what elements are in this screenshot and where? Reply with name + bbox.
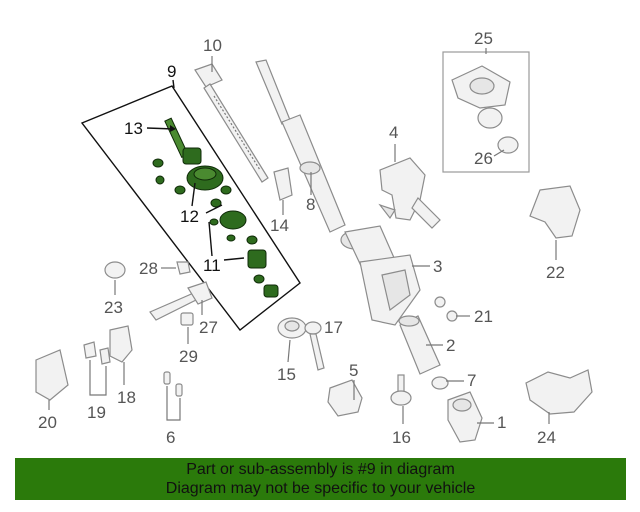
callout-23: 23 [104,280,123,317]
banner-line-1: Part or sub-assembly is #9 in diagram [186,461,455,478]
part-17-rod[interactable] [304,321,325,371]
svg-text:23: 23 [104,298,123,317]
subassembly-9-frame [80,85,301,331]
callout-25: 25 [474,29,493,54]
subassembly-9-parts[interactable] [152,117,279,298]
svg-text:15: 15 [277,365,296,384]
svg-text:19: 19 [87,403,106,422]
part-7-bushing[interactable] [431,376,449,390]
part-20-plate[interactable] [35,349,69,401]
svg-text:20: 20 [38,413,57,432]
part-24-mount[interactable] [525,369,593,415]
part-14-clip[interactable] [273,167,293,201]
svg-text:17: 17 [324,318,343,337]
callout-17: 17 [324,318,343,337]
svg-text:4: 4 [389,123,398,142]
callout-3: 3 [412,257,442,276]
callout-1: 1 [477,413,506,432]
svg-text:28: 28 [139,259,158,278]
svg-text:8: 8 [306,195,315,214]
svg-text:24: 24 [537,428,556,447]
callout-26: 26 [474,149,505,168]
part-22-cover[interactable] [529,185,581,239]
svg-text:1: 1 [497,413,506,432]
callout-9: 9 [167,62,176,89]
callout-29: 29 [179,327,198,366]
part-6-screws[interactable] [163,371,183,397]
svg-text:22: 22 [546,263,565,282]
callout-18: 18 [117,362,136,407]
callout-16: 16 [392,406,411,447]
part-2-sleeve[interactable] [398,315,441,375]
svg-text:14: 14 [270,216,289,235]
svg-text:10: 10 [203,36,222,55]
svg-text:2: 2 [446,336,455,355]
callout-24: 24 [537,412,556,447]
callout-2: 2 [426,336,455,355]
part-15-bearing[interactable] [277,317,307,339]
callout-11: 11 [203,221,245,275]
part-3-bracket[interactable] [359,254,421,326]
banner-line-2: Diagram may not be specific to your vehi… [165,480,476,497]
part-5-bracket[interactable] [327,379,363,417]
callout-4: 4 [389,123,398,162]
callout-8: 8 [306,172,315,214]
svg-text:16: 16 [392,428,411,447]
callout-15: 15 [277,339,296,384]
svg-text:11: 11 [203,256,221,275]
svg-text:7: 7 [467,371,476,390]
svg-text:5: 5 [349,361,358,380]
info-banner: Part or sub-assembly is #9 in diagram Di… [15,458,626,500]
svg-text:9: 9 [167,62,176,81]
svg-text:18: 18 [117,388,136,407]
parts-diagram: 9 13 12 11 10 8 14 4 3 2 7 [35,29,593,447]
part-16-stud[interactable] [390,374,412,406]
callout-12: 12 [180,182,223,226]
callout-5: 5 [349,361,358,400]
part-25-assembly[interactable] [451,65,519,154]
part-28-clip[interactable] [176,261,191,275]
part-27-lever[interactable] [149,281,213,321]
callout-22: 22 [546,240,565,282]
callout-6: 6 [166,386,181,447]
part-19-clips[interactable] [83,341,111,365]
part-21-clip[interactable] [434,296,458,322]
callout-21: 21 [456,307,493,326]
part-18-bracket[interactable] [109,325,133,363]
callout-13: 13 [124,119,176,138]
svg-text:6: 6 [166,428,175,447]
part-29-block[interactable] [180,312,194,326]
callout-27: 27 [199,300,218,337]
part-4-housing[interactable] [378,157,441,229]
svg-text:25: 25 [474,29,493,48]
callout-20: 20 [38,400,57,432]
part-1-joint[interactable] [447,391,483,443]
callout-19: 19 [87,360,107,422]
callout-28: 28 [139,259,176,278]
svg-text:3: 3 [433,257,442,276]
svg-text:13: 13 [124,119,143,138]
callout-10: 10 [203,36,222,72]
callout-14: 14 [270,200,289,235]
svg-text:26: 26 [474,149,493,168]
callout-7: 7 [446,371,476,390]
svg-text:29: 29 [179,347,198,366]
part-10-shaft[interactable] [194,63,269,183]
part-23-grommet[interactable] [104,261,126,279]
svg-text:27: 27 [199,318,218,337]
svg-text:21: 21 [474,307,493,326]
svg-text:12: 12 [180,207,199,226]
part-8-column[interactable] [255,59,396,269]
